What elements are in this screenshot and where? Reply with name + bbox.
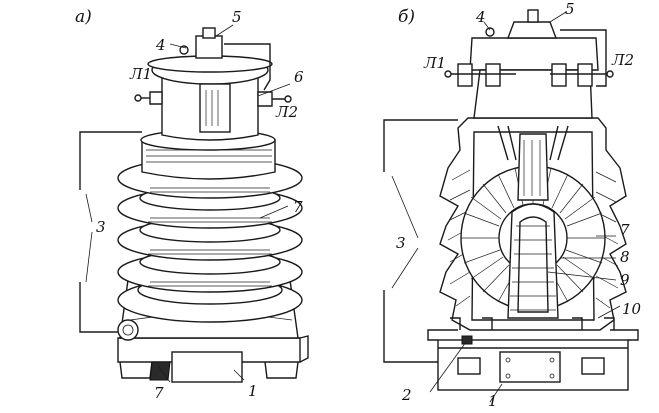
panel-a-nameplate [171, 351, 243, 383]
panel-a-bolt-left [117, 319, 139, 341]
panel-a-label-4: 4 [155, 36, 166, 54]
panel-b-handle-top [383, 119, 458, 172]
panel-a-window-6 [199, 83, 231, 133]
panel-a-label-7: 7 [293, 198, 303, 216]
panel-b-caption: б) [398, 7, 415, 27]
panel-a-top-terminal-5 [195, 35, 223, 59]
panel-b-ground-bolt-2 [461, 335, 473, 345]
panel-b-label-10: 10 [622, 300, 642, 318]
panel-b-winding-9 [507, 203, 559, 319]
panel-a-label-l2: Л2 [275, 103, 298, 121]
panel-b-handle-bottom [383, 290, 438, 363]
panel-a-label-5: 5 [232, 8, 242, 26]
panel-b-screw-4 [485, 27, 495, 37]
panel-a-insulator-sheds [117, 157, 303, 323]
panel-b-label-3: 3 [396, 234, 406, 252]
panel-a-terminal-l2 [257, 91, 273, 107]
panel-a-label-l1: Л1 [129, 65, 152, 83]
panel-b-label-1: 1 [488, 392, 498, 409]
panel-a-tube [224, 43, 271, 91]
panel-a-exterior-view [79, 24, 309, 383]
panel-b-label-4: 4 [475, 8, 486, 26]
panel-b-label-2: 2 [401, 386, 412, 404]
panel-a-caption: а) [75, 7, 92, 27]
panel-a-base-shadow [149, 361, 171, 381]
panel-b-section-view [383, 9, 639, 403]
panel-a-label-7-base: 7 [154, 384, 164, 402]
panel-b-terminal-5 [506, 21, 558, 39]
panel-b-terminal-l1 [444, 63, 516, 87]
panel-b-label-l1: Л1 [423, 54, 446, 72]
panel-b-busbars [497, 125, 569, 161]
panel-a-label-6: 6 [294, 68, 304, 86]
panel-a-handle-bottom [79, 282, 118, 333]
panel-a-handle-top [79, 131, 142, 190]
panel-b-tube [560, 29, 607, 87]
panel-a-terminal-l1 [149, 91, 163, 105]
panel-b-label-l2: Л2 [611, 51, 634, 69]
panel-b-label-5: 5 [565, 0, 575, 18]
panel-a-label-1: 1 [248, 382, 258, 400]
panel-a-foot-right [264, 361, 299, 379]
panel-b-label-8: 8 [620, 248, 630, 266]
panel-b-label-7: 7 [620, 221, 630, 239]
panel-b-label-9: 9 [620, 271, 630, 289]
panel-b-terminal-l2 [550, 63, 614, 87]
panel-a-label-3: 3 [96, 218, 106, 236]
panel-a-foot-left [119, 361, 153, 379]
